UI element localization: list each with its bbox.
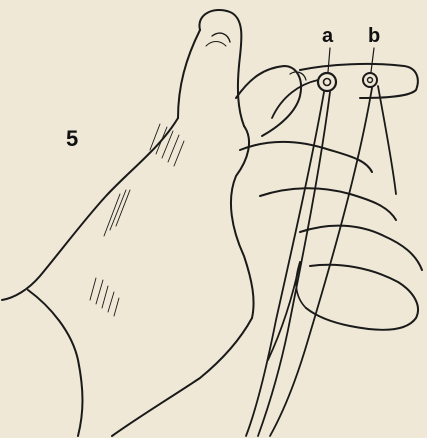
- label-leaders: [328, 48, 374, 72]
- thumb: [178, 10, 244, 126]
- index-finger: [236, 64, 418, 136]
- hand-outline: [2, 118, 254, 436]
- curled-fingers: [240, 142, 422, 330]
- string-loops: [246, 73, 396, 436]
- label-b: b: [368, 26, 380, 46]
- label-a: a: [322, 26, 333, 46]
- shading-hatching: [90, 124, 184, 316]
- figure-number: 5: [66, 128, 78, 150]
